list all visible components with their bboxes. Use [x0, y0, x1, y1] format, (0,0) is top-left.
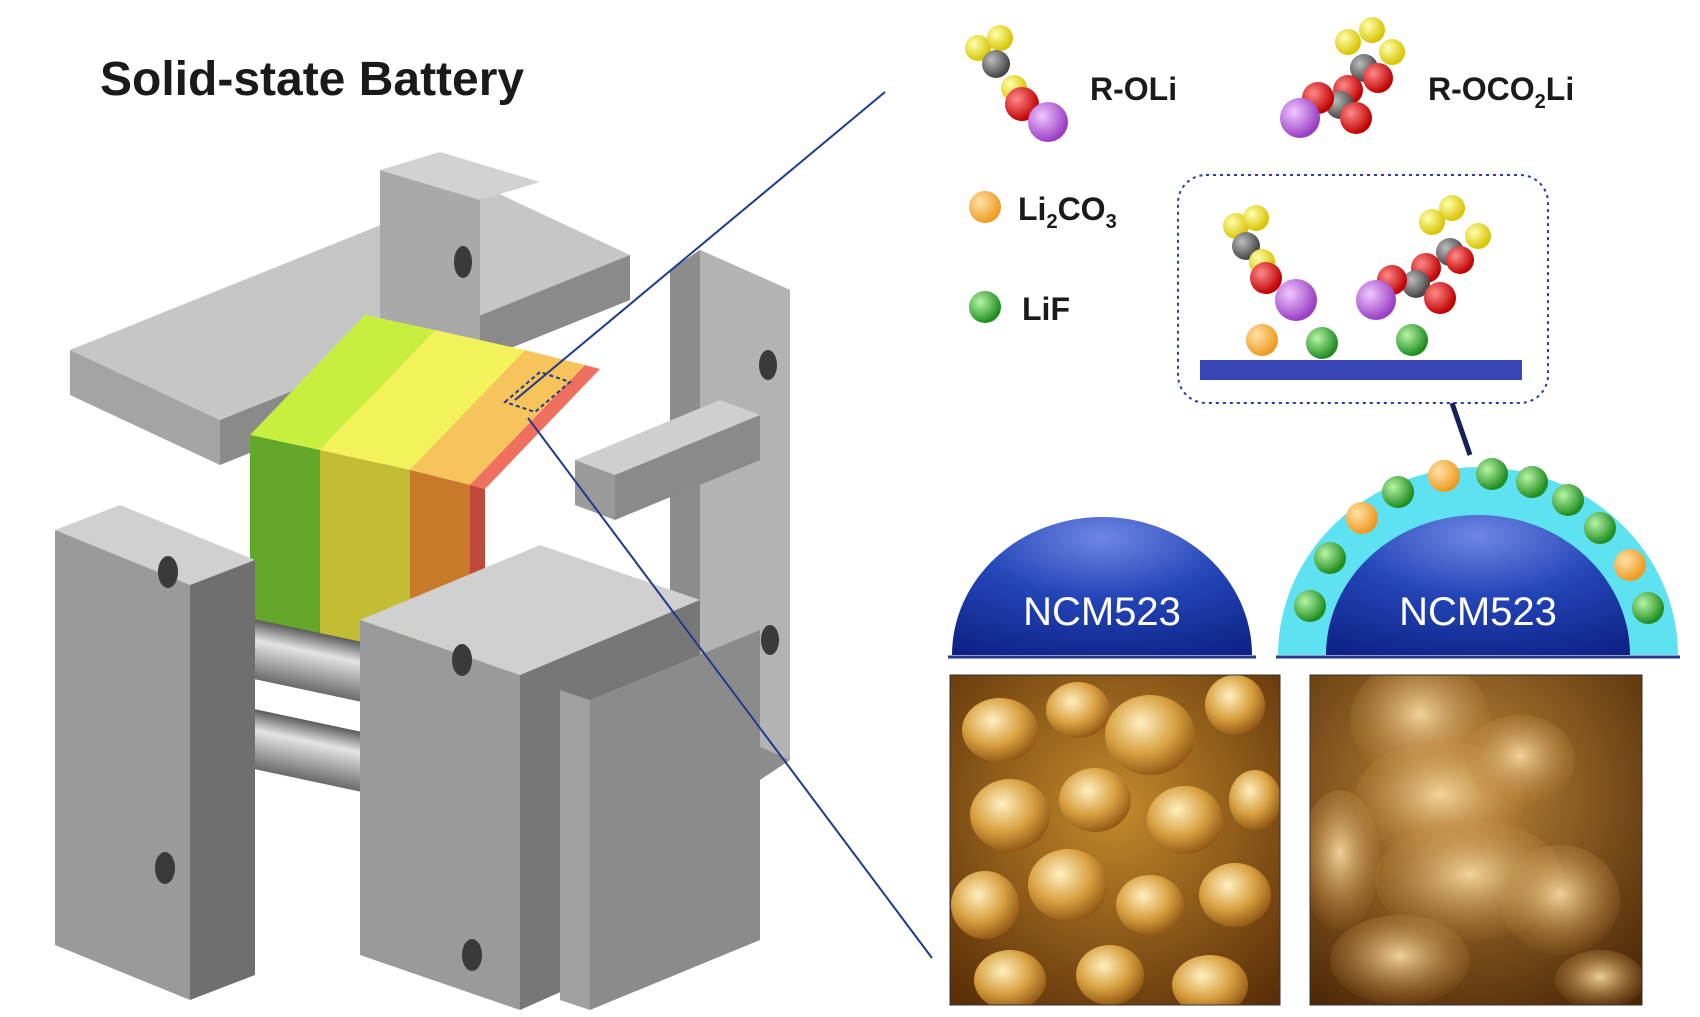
roli-label: R-OLi — [1090, 71, 1177, 107]
surface-roco2li — [1356, 195, 1491, 320]
lif-label: LiF — [1022, 291, 1070, 327]
coated-ncm523-particle — [1276, 458, 1680, 659]
bare-ncm523-label: NCM523 — [1023, 590, 1181, 634]
zoom-connector — [1449, 402, 1473, 456]
li2co3-sub2: 3 — [1106, 211, 1117, 233]
roco2li-prefix: R-OCO — [1428, 71, 1535, 107]
front-left-plate — [55, 505, 255, 1000]
coated-ncm523-label: NCM523 — [1399, 590, 1557, 634]
li2co3-prefix: Li — [1018, 191, 1046, 227]
interphase-zoom-box — [1177, 174, 1549, 404]
zoom-line-top — [514, 91, 886, 401]
li2co3-mid: CO — [1058, 191, 1106, 227]
afm-image-coated — [1310, 675, 1642, 1005]
afm-image-coated-border — [1309, 674, 1643, 1006]
bare-ncm523-particle — [948, 517, 1256, 659]
molecule-roco2li — [1280, 17, 1405, 138]
surface-li2co3 — [1246, 324, 1278, 356]
afm-image-bare-border — [949, 674, 1281, 1006]
roco2li-subscript: 2 — [1535, 91, 1546, 113]
front-arm — [560, 400, 760, 1010]
surface-roli — [1223, 205, 1317, 321]
molecule-roli — [965, 25, 1068, 142]
afm-image-bare — [950, 675, 1280, 1005]
zoom-line-bottom — [527, 417, 933, 959]
lif-legend-dot — [969, 291, 1001, 323]
cathode-surface-bar — [1200, 360, 1522, 380]
li2co3-sub1: 2 — [1046, 211, 1057, 233]
surface-lif-1 — [1306, 327, 1338, 359]
surface-lif-2 — [1396, 324, 1428, 356]
li2co3-legend-dot — [969, 191, 1001, 223]
li2co3-label: Li2CO3 — [1018, 191, 1117, 233]
roco2li-label: R-OCO2Li — [1428, 71, 1574, 113]
battery-holder-illustration — [55, 152, 790, 1010]
roco2li-suffix: Li — [1546, 71, 1574, 107]
figure-title: Solid-state Battery — [100, 53, 524, 106]
